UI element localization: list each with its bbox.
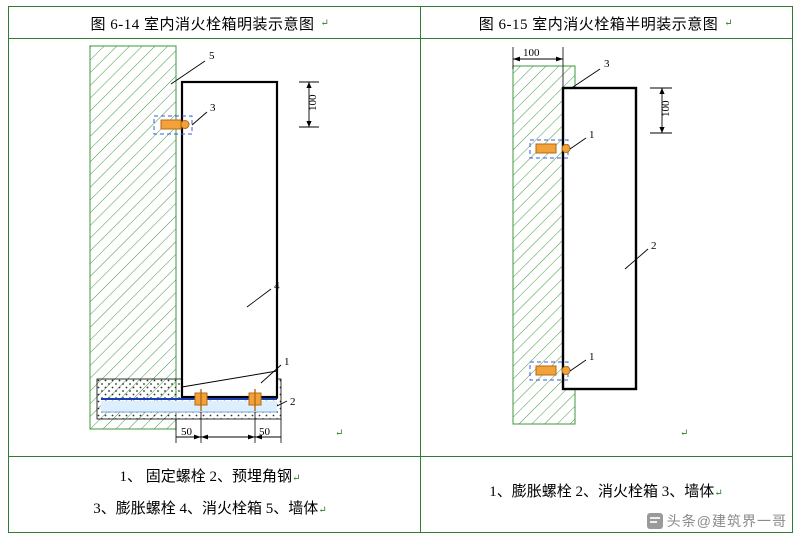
left-figure-title-text: 图 6-14 室内消火栓箱明装示意图	[90, 16, 315, 33]
left-angle-steel	[101, 370, 278, 400]
left-callout-1: 1	[284, 356, 290, 368]
left-wall-hatch	[89, 45, 177, 430]
watermark: 头条@建筑界一哥	[646, 511, 787, 531]
left-fixing-bolt-2	[248, 389, 262, 411]
right-dim-vertical-100: 100	[650, 87, 672, 134]
left-legend-line-1: 1、 固定螺栓 2、预埋角钢↵	[9, 462, 411, 494]
left-legend-line-2: 3、膨胀螺栓 4、消火栓箱 5、墙体↵	[9, 494, 411, 526]
left-callout-5: 5	[209, 50, 215, 62]
left-callout-leaders	[170, 60, 288, 407]
right-legend-line-1-mark: ↵	[714, 488, 723, 499]
right-hydrant-box	[561, 86, 638, 391]
right-figure-drawing: 3 1 2 1 100 100	[512, 47, 672, 425]
left-dim-vertical-100: 100	[299, 81, 319, 128]
right-callout-1-top: 1	[589, 129, 595, 141]
right-legend-line-1: 1、膨胀螺栓 2、消火栓箱 3、墙体↵	[420, 477, 792, 509]
left-legend-line-1-text: 1、 固定螺栓 2、预埋角钢	[119, 469, 293, 485]
right-dim-100-vertical-label: 100	[660, 100, 672, 117]
left-callout-2: 2	[290, 396, 296, 408]
left-figure-drawing: 5 3 4 1 2 100 50 50	[89, 45, 319, 443]
right-dim-horizontal-100: 100	[512, 47, 564, 87]
right-expansion-bolt-top	[529, 139, 571, 159]
left-callout-4: 4	[274, 280, 280, 292]
left-dim-bottom: 50 50	[175, 412, 282, 443]
right-callout-leaders	[569, 68, 649, 372]
left-figure-legend: 1、 固定螺栓 2、预埋角钢↵ 3、膨胀螺栓 4、消火栓箱 5、墙体↵	[9, 462, 411, 526]
right-callout-3: 3	[604, 58, 610, 70]
figure-table	[8, 6, 793, 533]
left-sheet-paragraph-mark: ↵	[335, 428, 344, 439]
left-dim-50-right: 50	[259, 426, 271, 438]
watermark-text: 头条@建筑界一哥	[666, 513, 787, 529]
left-hydrant-box	[180, 80, 279, 399]
right-dim-100-horizontal-label: 100	[523, 47, 540, 59]
right-sheet-paragraph-mark: ↵	[680, 428, 689, 439]
table-column-divider	[420, 7, 421, 532]
left-expansion-bolt	[153, 115, 193, 135]
left-fixing-bolt-1	[194, 389, 208, 411]
left-legend-line-2-text: 3、膨胀螺栓 4、消火栓箱 5、墙体	[93, 501, 319, 517]
left-title-paragraph-mark: ↵	[320, 17, 330, 29]
right-figure-title-text: 图 6-15 室内消火栓箱半明装示意图	[478, 16, 719, 33]
table-title-divider	[9, 38, 792, 39]
right-callout-2: 2	[651, 240, 657, 252]
left-base-band	[101, 401, 277, 413]
watermark-logo-icon	[646, 513, 663, 529]
left-callout-3: 3	[210, 102, 216, 114]
right-figure-title: 图 6-15 室内消火栓箱半明装示意图 ↵	[420, 7, 792, 39]
table-legend-divider	[9, 456, 792, 457]
left-legend-line-1-mark: ↵	[292, 473, 301, 484]
right-callout-1-bottom: 1	[589, 351, 595, 363]
left-figure-title: 图 6-14 室内消火栓箱明装示意图 ↵	[9, 7, 411, 39]
left-dim-50-left: 50	[181, 426, 193, 438]
right-title-paragraph-mark: ↵	[724, 17, 734, 29]
right-figure-legend: 1、膨胀螺栓 2、消火栓箱 3、墙体↵	[420, 477, 792, 509]
right-legend-line-1-text: 1、膨胀螺栓 2、消火栓箱 3、墙体	[489, 484, 715, 500]
left-dim-100-label: 100	[307, 94, 319, 111]
left-legend-line-2-mark: ↵	[318, 505, 327, 516]
